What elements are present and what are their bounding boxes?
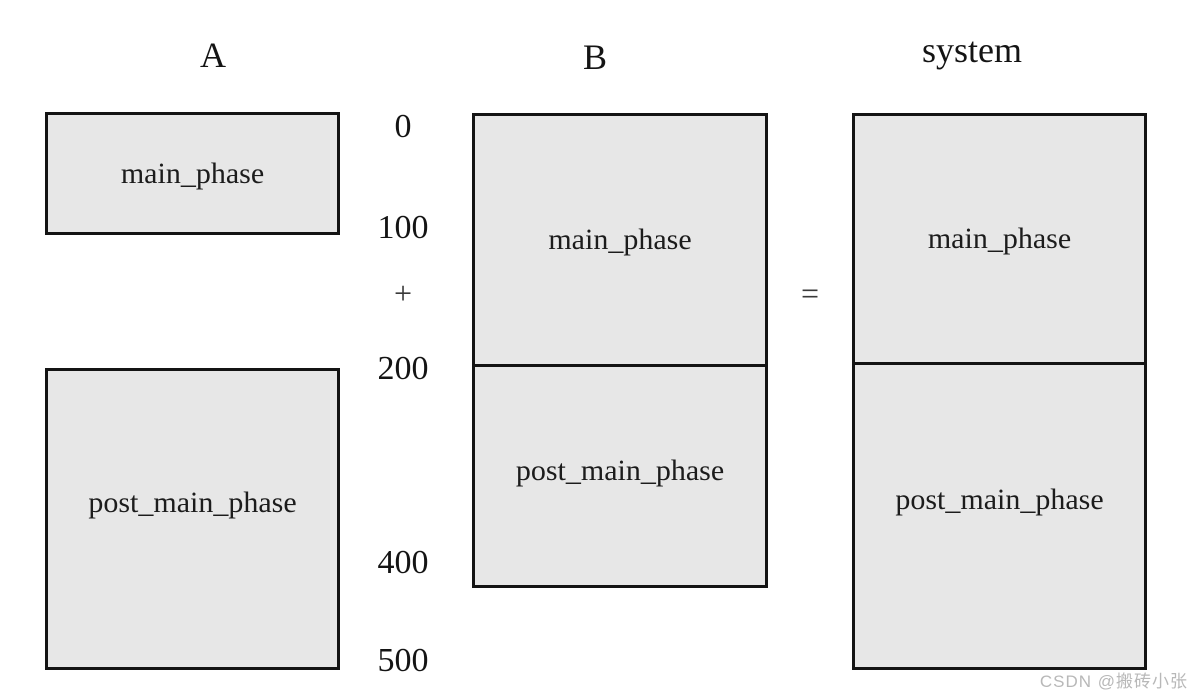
- axis-tick-500: 500: [377, 642, 429, 679]
- column-b-title: B: [582, 37, 607, 77]
- b-main-phase-section: main_phase: [475, 116, 765, 367]
- axis-tick-200: 200: [377, 350, 429, 387]
- b-main-phase-label: main_phase: [548, 223, 692, 256]
- column-system-title: system: [921, 30, 1022, 70]
- system-main-phase-label: main_phase: [927, 222, 1072, 255]
- a-post-main-phase-box: post_main_phase: [45, 368, 340, 670]
- system-box: main_phase post_main_phase: [852, 113, 1147, 670]
- axis-tick-0: 0: [394, 108, 412, 145]
- system-main-phase-section: main_phase: [855, 116, 1144, 365]
- csdn-watermark: CSDN @搬砖小张: [1039, 672, 1188, 691]
- a-main-phase-box: main_phase: [45, 112, 340, 235]
- plus-operator: +: [393, 275, 413, 311]
- axis-tick-100: 100: [377, 209, 429, 246]
- system-post-main-phase-section: post_main_phase: [855, 365, 1144, 667]
- a-post-main-phase-label: post_main_phase: [88, 486, 297, 519]
- b-post-main-phase-label: post_main_phase: [515, 454, 725, 487]
- equals-operator: =: [800, 275, 820, 311]
- column-a-title: A: [200, 35, 226, 75]
- system-post-main-phase-label: post_main_phase: [895, 483, 1104, 516]
- a-main-phase-label: main_phase: [120, 156, 265, 190]
- b-box: main_phase post_main_phase: [472, 113, 768, 588]
- axis-tick-400: 400: [377, 544, 429, 581]
- b-post-main-phase-section: post_main_phase: [475, 367, 765, 585]
